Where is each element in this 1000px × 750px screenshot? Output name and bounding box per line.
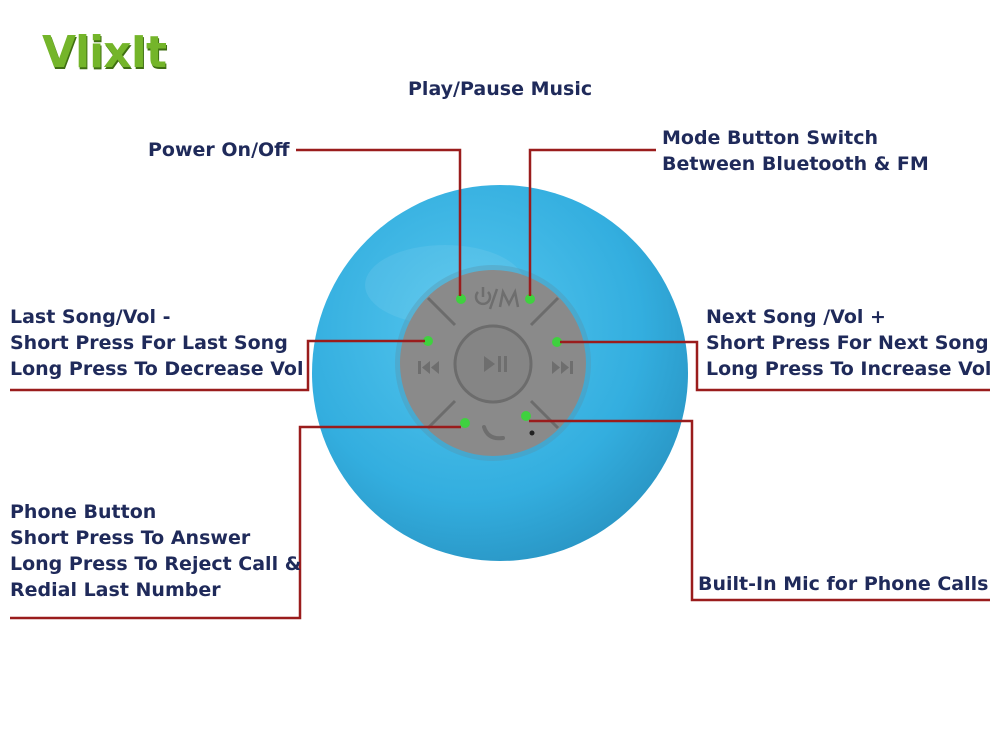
leader-line-power <box>296 148 462 296</box>
brand-logo: VlixIt <box>42 27 167 78</box>
indicator-dot-mode <box>525 294 535 304</box>
label-phone-line-2: Short Press To Answer <box>10 527 251 549</box>
label-phone-line-3: Long Press To Reject Call & <box>10 553 302 575</box>
label-last-song-line-2: Short Press For Last Song <box>10 332 288 354</box>
indicator-dot-power <box>456 294 466 304</box>
label-last-song-line-3: Long Press To Decrease Vol <box>10 358 304 380</box>
label-phone-line-4: Redial Last Number <box>10 579 221 601</box>
leader-line-mode <box>528 148 656 296</box>
indicator-dot-phone <box>460 418 470 428</box>
label-power: Power On/Off <box>148 139 290 161</box>
microphone-hole <box>529 430 535 436</box>
indicator-dot-mic <box>521 411 531 421</box>
indicator-dots <box>423 294 562 428</box>
leader-line-prev <box>10 339 425 392</box>
pad-dividers <box>426 296 560 430</box>
label-play-pause: Play/Pause Music <box>408 78 593 100</box>
next-track-icon <box>552 361 573 374</box>
label-next-song-line-3: Long Press To Increase Vol <box>706 358 992 380</box>
label-mode-line-2: Between Bluetooth & FM <box>662 153 929 175</box>
leader-line-phone <box>10 425 461 620</box>
label-last-song-line-1: Last Song/Vol - <box>10 306 171 328</box>
indicator-dot-next <box>552 337 562 347</box>
label-phone-line-1: Phone Button <box>10 501 157 523</box>
label-next-song-line-1: Next Song /Vol + <box>706 306 886 328</box>
indicator-dot-prev <box>423 336 433 346</box>
play-pause-icon <box>484 356 507 372</box>
leader-line-next <box>560 340 990 392</box>
label-next-song-line-2: Short Press For Next Song <box>706 332 989 354</box>
phone-icon <box>482 425 505 441</box>
previous-track-icon <box>418 361 439 374</box>
label-mode-line-1: Mode Button Switch <box>662 127 879 149</box>
power-mode-icon <box>474 287 520 310</box>
leader-line-mic <box>529 419 990 602</box>
label-mic: Built-In Mic for Phone Calls <box>698 573 989 595</box>
